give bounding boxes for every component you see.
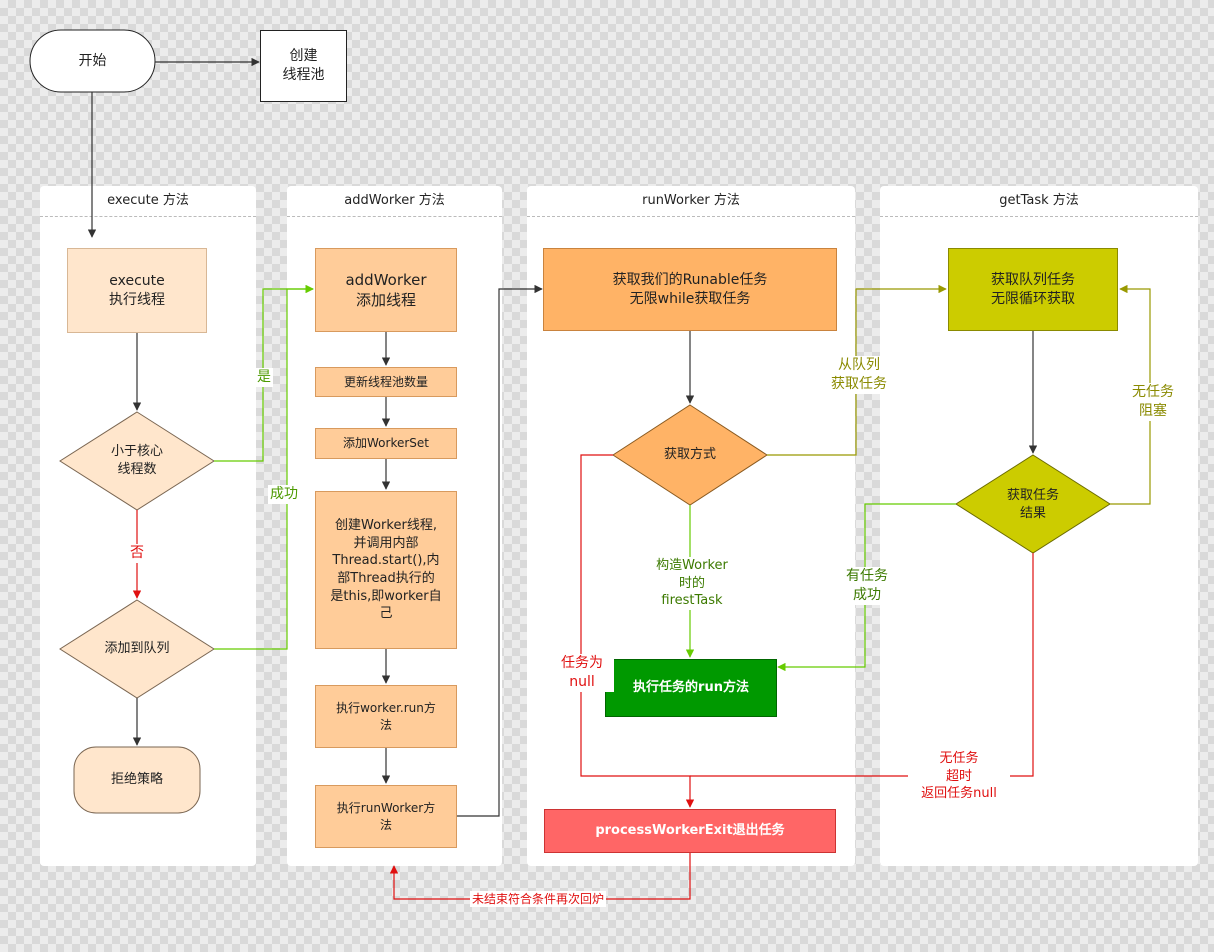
label-task-null: 任务为 null [550,654,614,692]
process-exit-node: processWorkerExit退出任务 [544,809,836,853]
label-no: 否 [128,544,146,563]
exec-task-run-node: 执行任务的run方法 [605,659,777,717]
label-no-task-block: 无任务 阻塞 [1122,383,1184,421]
label-no-task-timeout: 无任务 超时 返回任务null [908,750,1010,803]
lane-title-execute: execute 方法 [40,186,256,217]
add-workerset-node: 添加WorkerSet [315,428,457,459]
start-node: 开始 [78,52,107,69]
create-pool-node: 创建 线程池 [260,30,347,102]
execute-box: execute 执行线程 [67,248,207,333]
label-construct-worker: 构造Worker 时的 firestTask [648,557,736,610]
reject-node: 拒绝策略 [110,772,163,788]
get-runnable-node: 获取我们的Runable任务 无限while获取任务 [543,248,837,331]
get-task-result-node: 获取任务 结果 [1006,488,1059,521]
add-queue-node: 添加到队列 [104,641,170,657]
edge-result-timeout [690,553,1034,777]
edge-method-null [580,454,695,808]
label-loop-back: 未结束符合条件再次回炉 [470,891,607,908]
exec-run-node: 执行worker.run方 法 [315,685,457,748]
label-has-task-success: 有任务 成功 [833,567,901,605]
addworker-box: addWorker 添加线程 [315,248,457,332]
reject-shape [73,746,201,814]
edge-runworker-getrunnable [457,284,543,817]
create-worker-node: 创建Worker线程, 并调用内部 Thread.start(),内 部Thre… [315,491,457,649]
get-method-node: 获取方式 [663,447,716,463]
exec-runworker-node: 执行runWorker方 法 [315,785,457,848]
label-from-queue: 从队列 获取任务 [822,356,896,394]
label-success: 成功 [268,485,300,504]
update-count-node: 更新线程池数量 [315,367,457,397]
get-queue-task-node: 获取队列任务 无限循环获取 [948,248,1118,331]
less-core-node: 小于核心 线程数 [110,444,163,477]
label-yes: 是 [255,368,273,387]
lane-title-gettask: getTask 方法 [880,186,1198,217]
lane-title-runworker: runWorker 方法 [527,186,855,217]
edge-queue-addworker [214,284,314,650]
lane-title-addworker: addWorker 方法 [287,186,502,217]
